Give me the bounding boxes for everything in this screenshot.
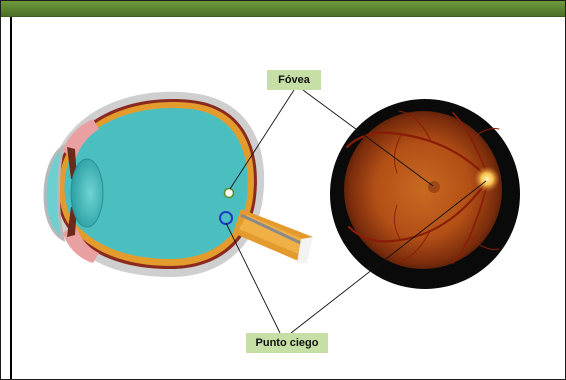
lens [71,159,103,227]
blind-spot-label: Punto ciego [246,333,328,353]
optic-disc [474,166,500,192]
optic-nerve [233,209,313,263]
fovea-center [428,181,440,193]
fovea-marker [225,189,234,198]
fundus-photo [330,99,520,289]
eye-cross-section [45,92,313,277]
fovea-label: Fóvea [267,70,321,90]
